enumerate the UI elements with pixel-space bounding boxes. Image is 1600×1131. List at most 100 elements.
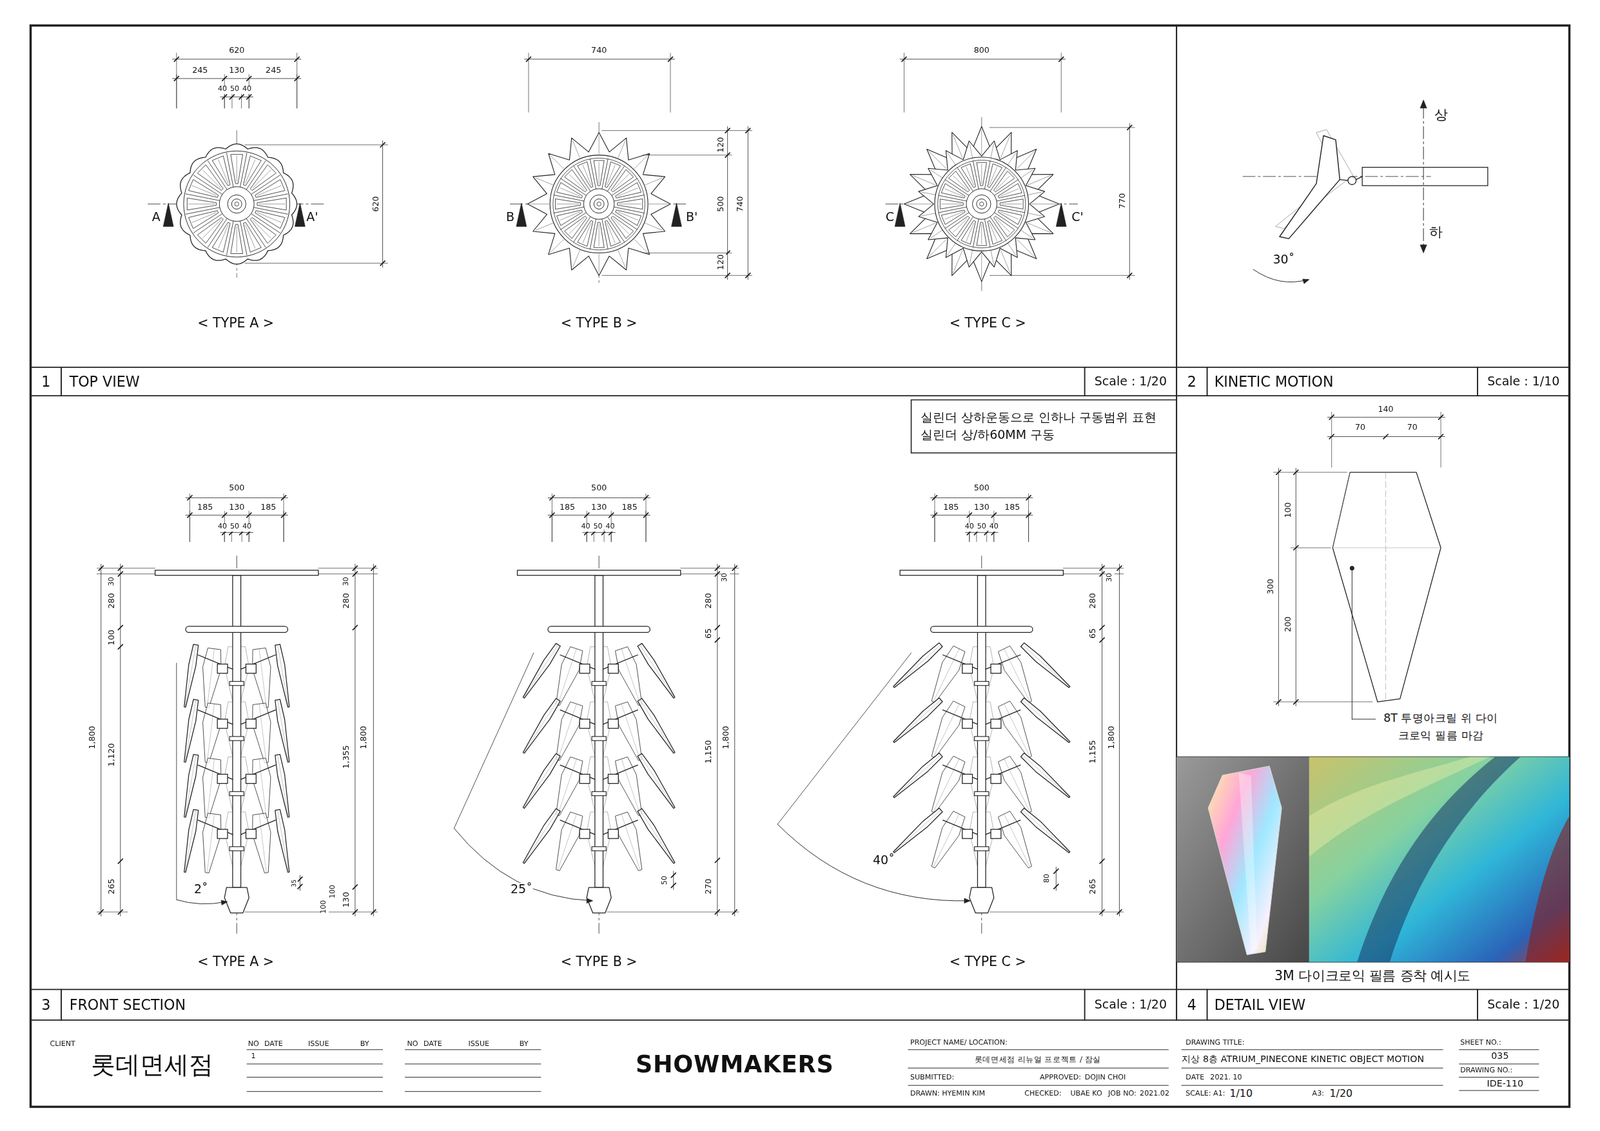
outline-shape [893, 808, 943, 853]
title-block-text: A3: [1311, 1090, 1326, 1099]
circle-shape [972, 194, 991, 213]
drawing-line [318, 573, 378, 575]
dimension-value: 500 [716, 195, 726, 213]
drawing-line [598, 253, 600, 273]
dimension-value: 100 [330, 883, 338, 900]
outline-shape [224, 887, 249, 914]
rect-shape [155, 570, 319, 576]
dimension-value: 70 [1405, 424, 1419, 434]
outline-shape [1021, 643, 1071, 688]
outline-shape [998, 645, 1033, 703]
drawing-line [259, 703, 267, 763]
drawing-line [1181, 1068, 1443, 1069]
drawing-line [607, 912, 739, 913]
title-block-text: CHECKED: [1023, 1090, 1064, 1099]
panel-number: 4 [1176, 989, 1207, 1020]
title-block-text: SHEET NO.: [1459, 1039, 1503, 1048]
dimension-value: 280 [107, 592, 117, 610]
circle-shape [593, 199, 605, 210]
outline-shape [252, 758, 271, 819]
drawing-line [277, 754, 289, 818]
drawing-line [185, 700, 196, 763]
rect-shape [217, 663, 228, 674]
drawing-line [933, 649, 960, 703]
front-section-view [453, 493, 739, 934]
photo-edge [1525, 816, 1570, 962]
drawing-line [373, 564, 374, 917]
drawing-line [1295, 468, 1297, 707]
outline-shape [176, 143, 298, 265]
drawing-line [175, 74, 177, 109]
drawing-line [1028, 493, 1029, 542]
dimension-value: 100 [1284, 501, 1294, 519]
panel-title-bar: 2KINETIC MOTIONScale : 1/10 [1176, 367, 1570, 396]
drawing-line [903, 52, 905, 113]
drawing-line [995, 175, 1010, 190]
drawing-line [714, 638, 720, 643]
dimension-value: 740 [589, 46, 608, 56]
drawing-line [1025, 192, 1042, 196]
section-mark: C' [1070, 210, 1085, 225]
drawing-line [933, 703, 960, 758]
outline-shape [163, 203, 174, 227]
drawing-line [1022, 644, 1070, 688]
rect-shape [579, 829, 590, 839]
drawing-line [244, 912, 378, 913]
drawing-line [1031, 203, 1056, 205]
outline-shape [1302, 279, 1310, 284]
outline-shape [275, 699, 290, 763]
photo-highlight [1309, 757, 1490, 858]
drawing-line [1019, 228, 1033, 238]
rect-shape [990, 719, 1002, 729]
drawing-line [921, 212, 938, 216]
dimension-value: 50 [592, 523, 604, 532]
drawing-line [246, 1063, 383, 1065]
drawing-line [1001, 203, 1022, 205]
drawing-line [206, 703, 215, 763]
drawing-line [404, 1049, 541, 1051]
outline-shape [252, 813, 271, 874]
drawing-line [296, 74, 298, 109]
drawing-line [981, 253, 982, 279]
outline-shape [893, 643, 943, 688]
title-block-text: PROJECT NAME/ LOCATION: [908, 1039, 1009, 1048]
drawing-line [993, 195, 1025, 202]
outline-shape [614, 812, 642, 871]
drawing-line [573, 141, 581, 158]
title-block-text: DATE [263, 1041, 284, 1049]
drawing-line [1004, 703, 1031, 758]
drawing-line [1332, 547, 1441, 549]
drawing-line [669, 52, 671, 113]
title-block-text: DRAWING NO.: [1459, 1067, 1514, 1076]
outline-shape [184, 754, 199, 819]
drawing-line [1206, 367, 1209, 396]
drawing-line [1329, 434, 1334, 440]
angle-label: 30˚ [1271, 253, 1296, 267]
drawing-line [1028, 511, 1029, 542]
outline-shape [969, 887, 995, 914]
drawing-line [551, 511, 553, 542]
drawing-line [1004, 649, 1031, 703]
drawing-line [1290, 547, 1331, 549]
drawing-line [645, 493, 646, 542]
drawing-line [989, 912, 1123, 913]
curve-line [176, 899, 227, 904]
callout-note: 8T 투명아크릴 위 다이크로익 필름 마감 [1379, 710, 1503, 744]
outline-shape [637, 643, 675, 699]
dimension-value: 140 [1376, 405, 1395, 415]
panel-title: KINETIC MOTION [1214, 367, 1470, 396]
rect-shape [990, 829, 1002, 839]
drawing-line [244, 263, 389, 264]
drawing-line [352, 625, 358, 630]
dimension-value: 1,150 [704, 739, 714, 765]
outline-shape [998, 701, 1033, 759]
curve-line [777, 824, 970, 902]
drawing-line [277, 810, 289, 873]
dimension-value: 130 [228, 67, 246, 77]
circle-shape [934, 157, 1029, 252]
dimension-value: 1,800 [88, 725, 98, 751]
drawing-line [934, 511, 935, 542]
drawing-line [966, 167, 975, 186]
outline-shape [275, 644, 290, 708]
rect-shape [217, 774, 228, 784]
